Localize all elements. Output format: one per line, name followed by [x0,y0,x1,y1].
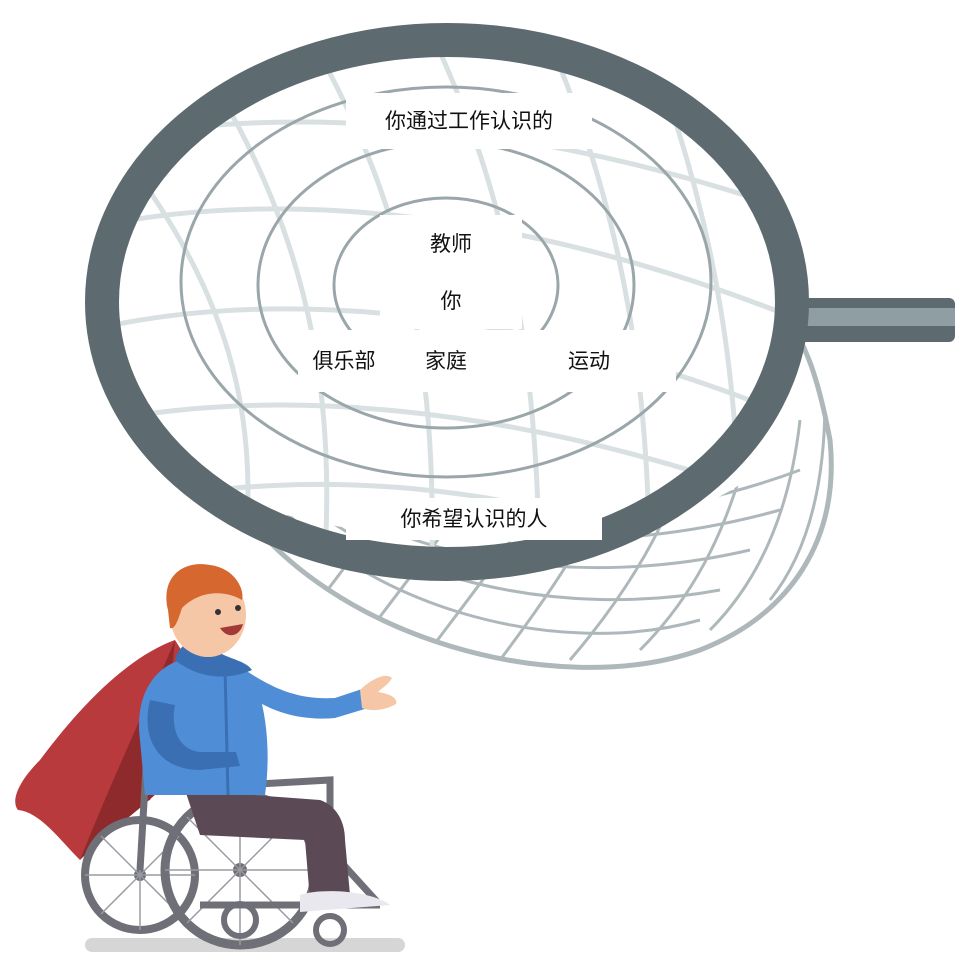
wheelchair-hero-icon [15,564,405,952]
label-club: 俱乐部 [298,330,390,392]
label-family: 家庭 [390,330,502,392]
label-work-acquaintances: 你通过工作认识的 [346,93,592,149]
label-sport: 运动 [502,330,676,392]
label-people-you-want-to-know: 你希望认识的人 [346,498,602,540]
label-teacher: 教师 [380,215,522,273]
label-you: 你 [380,273,522,329]
